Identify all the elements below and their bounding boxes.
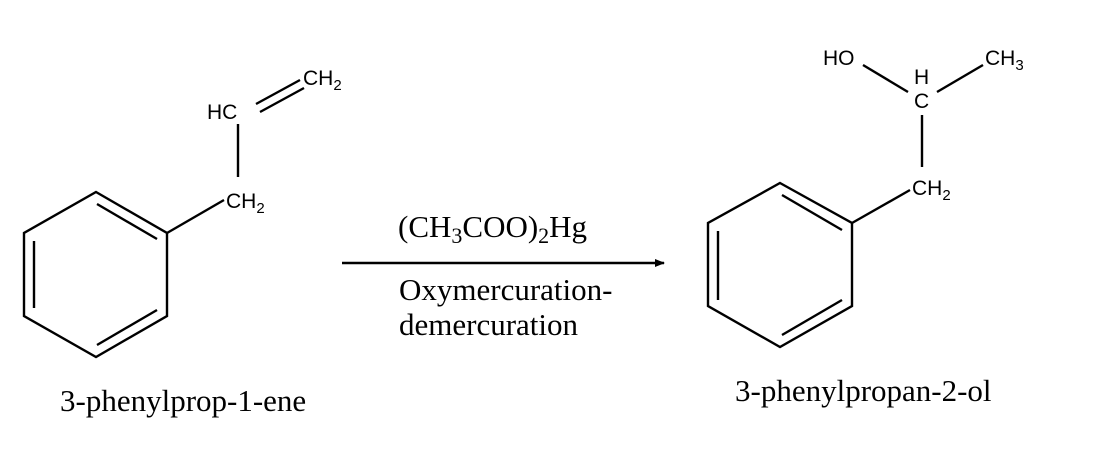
product-structure: HO CH3 H C CH2 [706,47,1024,349]
reagent-formula: (CH3COO)2Hg [398,209,587,248]
c-ch3-bond [936,63,984,94]
double-bond-a [255,78,301,106]
atom-benzyl-ch2: CH2 [226,190,265,217]
product-name: 3-phenylpropan-2-ol [735,373,992,408]
ring-ch2-bond [851,188,911,225]
atom-methyl: CH3 [985,47,1024,74]
ring-ch2-bond [166,198,225,235]
atom-benzyl-ch2: CH2 [912,177,951,204]
reactant-structure: CH2 HC CH2 [22,67,342,359]
condition-line-1: Oxymercuration- [399,272,612,307]
atom-chiral-h: H [914,66,929,89]
atom-hydroxyl: HO [823,47,855,70]
atom-vinyl-hc: HC [207,101,237,124]
reactant-name: 3-phenylprop-1-ene [60,383,306,418]
atom-chiral-c: C [914,90,929,113]
condition-line-2: demercuration [399,307,579,342]
atom-terminal-ch2: CH2 [303,67,342,94]
c-oh-bond [862,63,909,94]
double-bond-b [259,86,305,114]
benzene-ring [706,181,854,349]
benzene-ring [22,190,169,359]
